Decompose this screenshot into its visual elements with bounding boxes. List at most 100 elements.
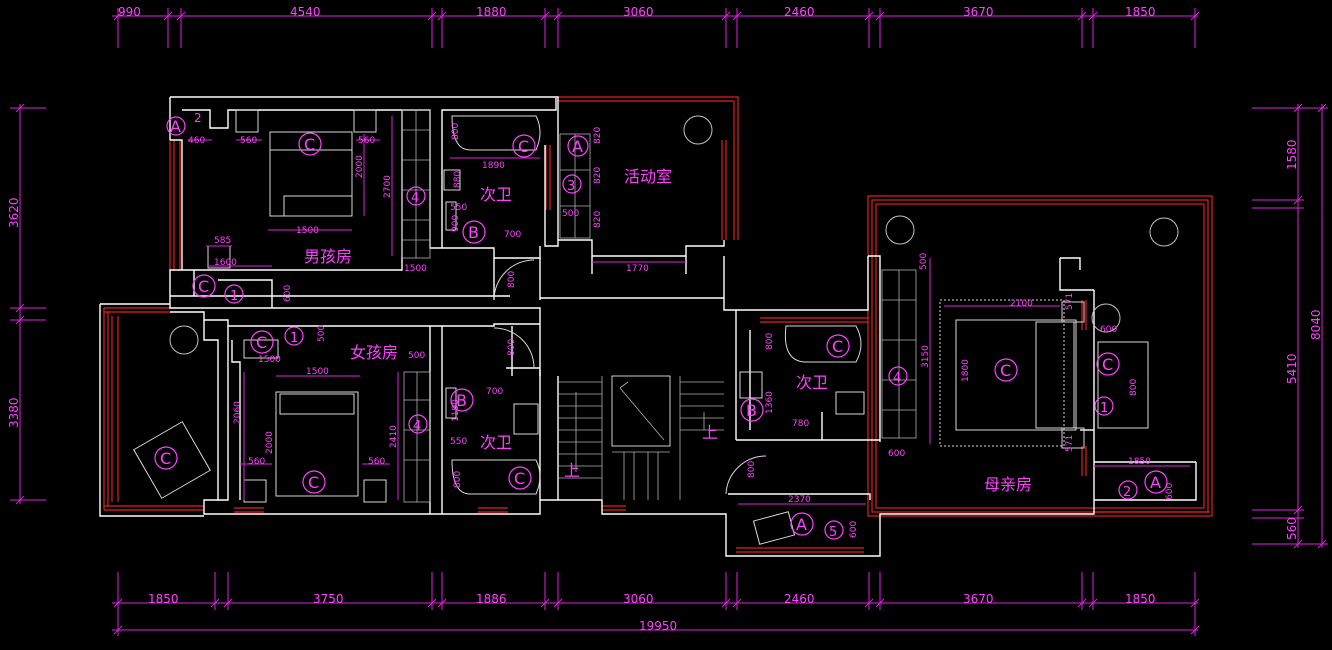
dim-1500-girl-desk: 1500 (258, 355, 281, 365)
top-dim-1: 990 (118, 5, 141, 19)
dim-880: 880 (453, 171, 463, 188)
tag-4-mother: 4 (893, 371, 901, 386)
dim-2700: 2700 (383, 175, 393, 198)
tag-c-boy-tub: C (518, 137, 529, 156)
dim-3150: 3150 (921, 345, 931, 368)
tag-c-boy-desk: C (198, 277, 209, 296)
right-dim-2: 5410 (1285, 353, 1299, 384)
dim-800-bath: 800 (451, 123, 461, 140)
dim-500-mother-top: 500 (919, 253, 929, 270)
tag-c-right-tub: C (832, 337, 843, 356)
window-frames (103, 96, 1213, 553)
tag-4-girl: 4 (413, 419, 421, 434)
dim-600-mother-side: 600 (1100, 325, 1117, 335)
top-dim-4: 3060 (623, 5, 654, 19)
bottom-dim-7: 1850 (1125, 592, 1156, 606)
dim-500-girl-top: 500 (408, 351, 425, 361)
tag-2-1: 2 (194, 111, 202, 125)
dim-550-boy-bath: 550 (450, 203, 467, 213)
tag-a-1: A (170, 117, 181, 136)
dim-1190: 1190 (451, 399, 461, 422)
dim-2060: 2060 (233, 401, 243, 424)
right-total-dim: 8040 (1309, 309, 1323, 340)
right-dim-3: 560 (1285, 517, 1299, 540)
dim-800-girl-tub: 800 (453, 471, 463, 488)
tag-2-mother: 2 (1123, 485, 1131, 500)
bottom-dim-6: 3670 (963, 592, 994, 606)
staircase (558, 375, 724, 500)
tag-c-girl-desk: C (256, 333, 267, 352)
top-dim-6: 3670 (963, 5, 994, 19)
dim-800-mother: 800 (1129, 379, 1139, 396)
dim-600-mother: 600 (888, 449, 905, 459)
dim-1500-girl: 1500 (306, 367, 329, 377)
dim-800-tub-right: 800 (765, 333, 775, 350)
girl-bed (275, 391, 359, 497)
tag-1-girl: 1 (290, 331, 298, 346)
dim-560-c: 560 (248, 457, 265, 467)
bottom-dim-4: 3060 (623, 592, 654, 606)
tag-a-mother: A (1150, 473, 1161, 492)
walls (99, 96, 1197, 557)
top-dim-2: 4540 (290, 5, 321, 19)
tag-c-mother-side: C (1102, 355, 1113, 374)
dim-820-c: 820 (593, 211, 603, 228)
dim-1800: 1800 (961, 359, 971, 382)
dim-820-b: 820 (593, 167, 603, 184)
tag-3-activity: 3 (567, 179, 575, 194)
tag-a-balcony: A (796, 515, 807, 534)
dim-600-balcony: 600 (849, 521, 859, 538)
dim-585: 585 (214, 236, 231, 246)
tag-c-boy-bed: C (304, 135, 315, 154)
inner-dimension-texts: 460 560 560 2000 1500 2700 1500 585 1600… (188, 123, 1175, 538)
room-labels: 男孩房 女孩房 活动室 母亲房 次卫 次卫 次卫 上 上 (304, 167, 1032, 494)
dim-460: 460 (188, 136, 205, 146)
top-dimension-chain: 990 4540 1880 3060 2460 3670 1850 (112, 5, 1200, 48)
stair-up-1: 上 (564, 461, 580, 480)
tag-1-mother: 1 (1100, 401, 1108, 416)
dim-820-a: 820 (593, 127, 603, 144)
bottom-total-dim: 19950 (639, 619, 677, 633)
top-dim-5: 2460 (784, 5, 815, 19)
tag-4-boy: 4 (411, 191, 419, 206)
dim-571-a: 571 (1065, 293, 1075, 310)
dim-560-b: 560 (358, 136, 375, 146)
bottom-dim-3: 1886 (476, 592, 507, 606)
bath-2-label: 次卫 (480, 433, 512, 452)
dim-800-corridor-2: 800 (507, 339, 517, 356)
dim-900: 900 (451, 215, 461, 232)
tag-b-right-bath: B (746, 401, 757, 420)
bottom-dim-5: 2460 (784, 592, 815, 606)
dim-550-girl-bath: 550 (450, 437, 467, 447)
dim-780: 780 (792, 419, 809, 429)
cabinets (401, 109, 917, 503)
left-dim-2: 3380 (7, 397, 21, 428)
dim-700-girl-bath: 700 (486, 387, 503, 397)
bottom-dim-1: 1850 (148, 592, 179, 606)
bath-1-label: 次卫 (480, 185, 512, 204)
mother-room-label: 母亲房 (984, 475, 1032, 494)
dim-800-stair: 800 (747, 461, 757, 478)
bath-3-label: 次卫 (796, 373, 828, 392)
boy-room-label: 男孩房 (304, 247, 352, 266)
tag-c-mother-bed: C (1000, 361, 1011, 380)
left-dim-1: 3620 (7, 197, 21, 228)
dim-700-boy-bath: 700 (504, 230, 521, 240)
top-dim-3: 1880 (476, 5, 507, 19)
dim-1500-wardrobe: 1500 (404, 264, 427, 274)
dim-1770: 1770 (626, 264, 649, 274)
stair-up-2: 上 (702, 423, 718, 442)
tag-c-girl-tub: C (514, 469, 525, 488)
dim-2370: 2370 (788, 495, 811, 505)
left-dimension-chain: 3620 3380 (7, 103, 46, 505)
dim-600-corner: 600 (1165, 483, 1175, 500)
dim-600-boy: 600 (283, 285, 293, 302)
tag-b-girl-bath: B (456, 391, 467, 410)
activity-room-label: 活动室 (624, 167, 672, 186)
bottom-dim-2: 3750 (313, 592, 344, 606)
mother-bed (955, 319, 1077, 431)
tag-1-boy: 1 (230, 289, 238, 304)
dim-500-girl: 500 (317, 325, 327, 342)
dim-2100: 2100 (1010, 299, 1033, 309)
